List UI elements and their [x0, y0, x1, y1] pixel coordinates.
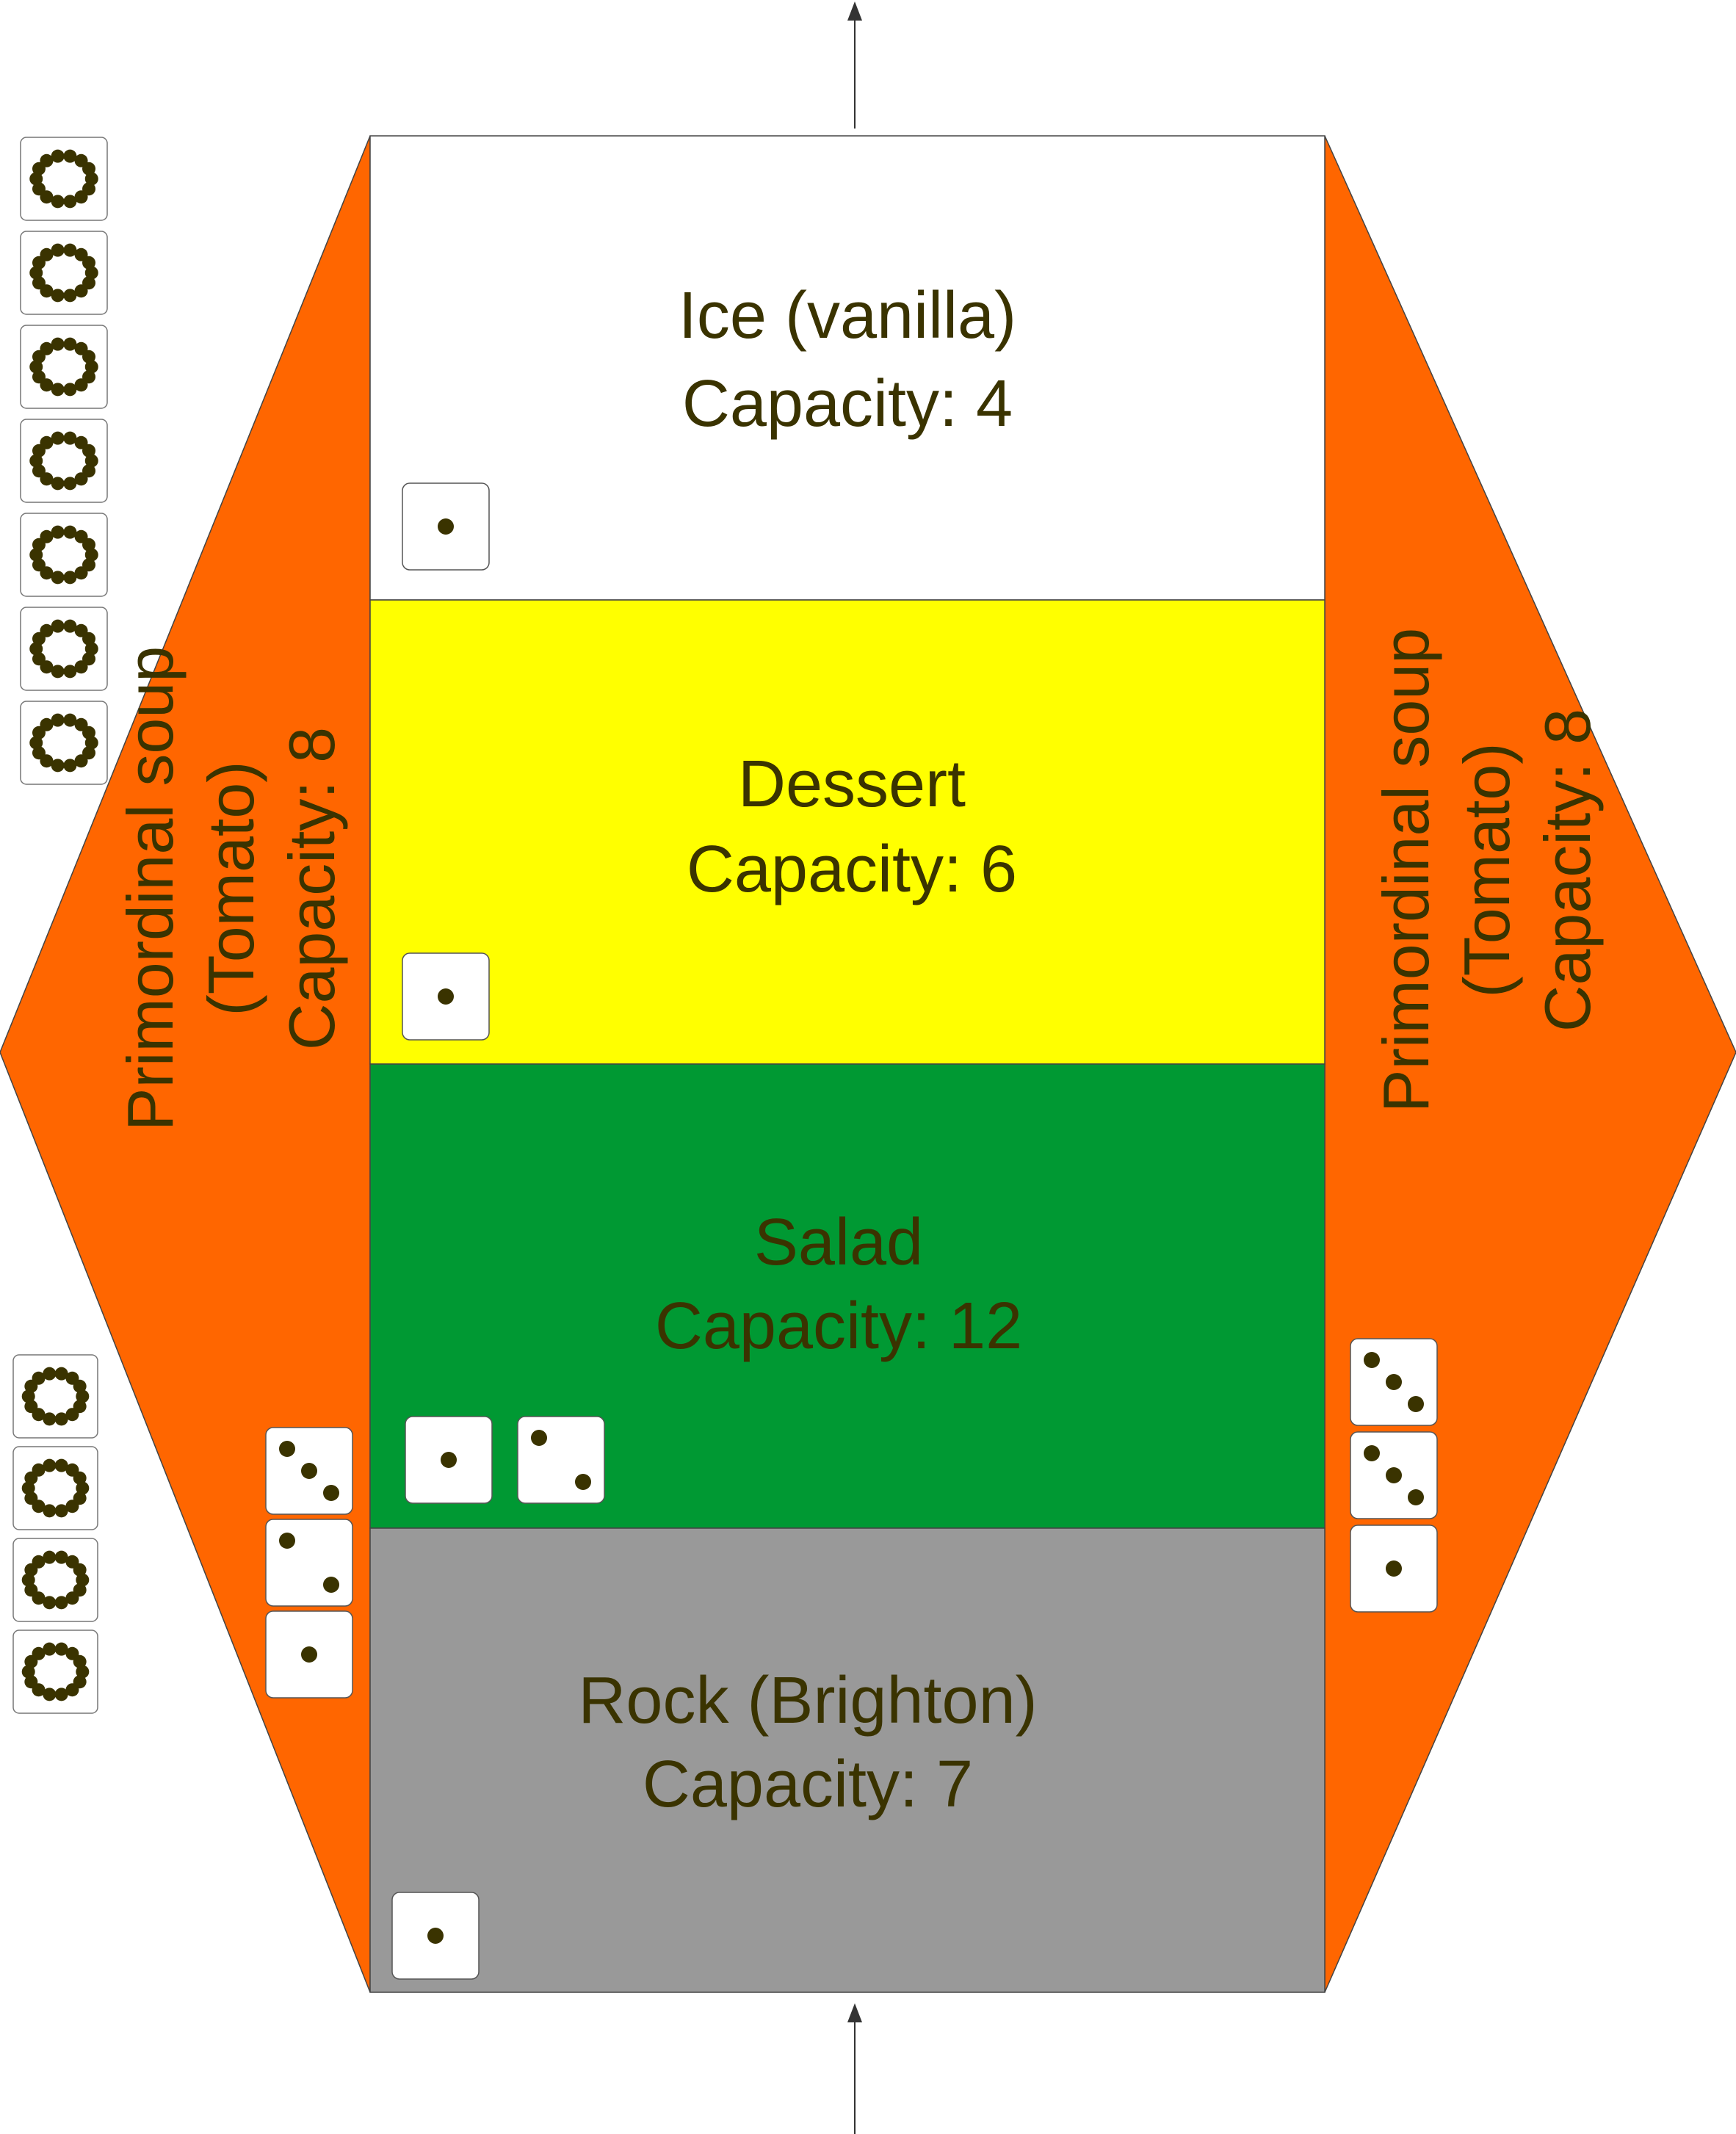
die-pip: [438, 988, 454, 1005]
tile-o-5: [20, 231, 108, 315]
tile-r-1: [20, 607, 108, 691]
zone-salad-name: Salad: [754, 1206, 923, 1279]
die-pip: [1364, 1445, 1380, 1461]
die-pip: [1408, 1489, 1424, 1505]
zone-ice-capacity: Capacity: 4: [682, 367, 1013, 441]
die-pip: [427, 1928, 444, 1944]
zone-salad-die-1[interactable]: [405, 1416, 493, 1504]
zone-rock-capacity: Capacity: 7: [643, 1748, 973, 1821]
zone-rock-name: Rock (Brighton): [578, 1664, 1037, 1737]
die-pip: [279, 1441, 295, 1457]
die-pip: [531, 1430, 547, 1446]
tile-s-4: [20, 325, 108, 409]
tile-!-3: [12, 1354, 98, 1439]
zone-salad-capacity: Capacity: 12: [655, 1290, 1022, 1363]
soup-right-capacity: Capacity: 8: [1531, 709, 1604, 1032]
up-arrow-icon: [847, 1, 862, 129]
soup-left-title: Primordinal soup: [114, 646, 187, 1131]
zone-ice-name: Ice (vanilla): [679, 279, 1016, 352]
zone-rock-area: [369, 1527, 1325, 1993]
die-pip: [1386, 1374, 1402, 1390]
soup-left-subtitle: (Tomato): [195, 761, 267, 1016]
die-pip: [301, 1463, 317, 1479]
zone-salad-die-2[interactable]: [517, 1416, 605, 1504]
die-pip: [1408, 1396, 1424, 1412]
die-pip: [323, 1577, 339, 1593]
die-pip: [575, 1474, 591, 1490]
soup-left-die-2[interactable]: [265, 1519, 353, 1607]
zone-ice-die-1[interactable]: [402, 482, 490, 571]
letter-tiles-layer: [12, 137, 108, 1714]
soup-left-capacity: Capacity: 8: [275, 727, 348, 1050]
soup-right-die-3[interactable]: [1350, 1338, 1438, 1426]
die-pip: [279, 1533, 295, 1549]
soup-right-die-1[interactable]: [1350, 1524, 1438, 1613]
dice-layer: [265, 482, 1438, 1980]
soup-right-subtitle: (Tomato): [1450, 742, 1523, 997]
die-pip: [438, 518, 454, 535]
zone-rock-die-1[interactable]: [391, 1892, 480, 1980]
up-arrow-icon: [847, 2003, 862, 2134]
die-pip: [1386, 1560, 1402, 1577]
tile-p-0: [12, 1630, 98, 1714]
die-pip: [323, 1485, 339, 1501]
tile-i-1: [12, 1538, 98, 1622]
soup-right-die-3[interactable]: [1350, 1431, 1438, 1519]
tile-a-3: [20, 419, 108, 503]
soup-left-die-3[interactable]: [265, 1427, 353, 1515]
soup-left-die-1[interactable]: [265, 1610, 353, 1699]
zone-ice-area: [369, 135, 1325, 601]
zone-dessert-name: Dessert: [738, 748, 966, 821]
tile-n-6: [20, 137, 108, 221]
soup-right-title: Primordinal soup: [1370, 628, 1442, 1113]
die-pip: [441, 1452, 457, 1468]
zone-dessert-die-1[interactable]: [402, 952, 490, 1041]
die-pip: [1386, 1467, 1402, 1483]
zone-dessert-area: [369, 599, 1325, 1065]
tile-s-0: [20, 701, 108, 785]
tile-u-2: [20, 513, 108, 597]
tile-e-2: [12, 1446, 98, 1530]
zone-dessert-capacity: Capacity: 6: [687, 833, 1017, 906]
die-pip: [1364, 1352, 1380, 1368]
die-pip: [301, 1646, 317, 1663]
